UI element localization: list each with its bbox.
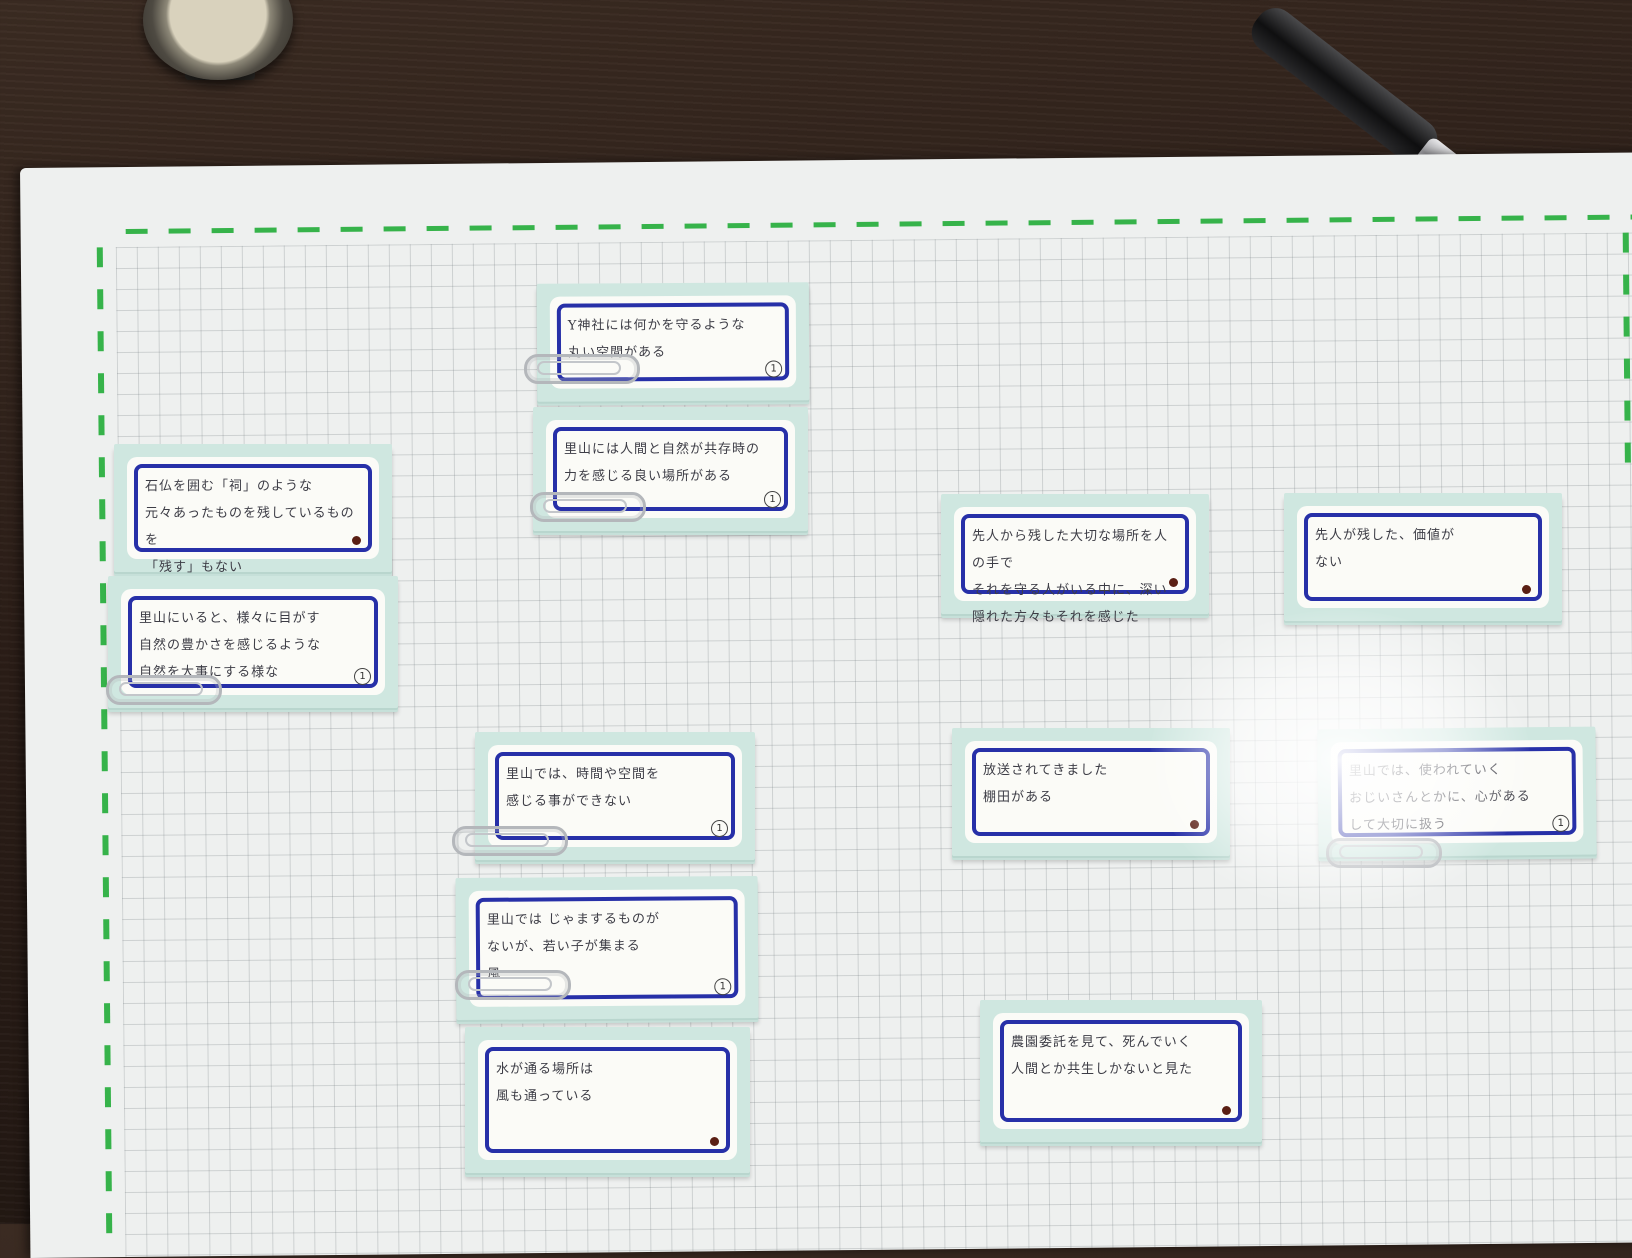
card-dot-marker <box>1522 585 1531 594</box>
paper-clip <box>106 675 222 705</box>
card-frame <box>1000 1020 1242 1122</box>
wrist-watch <box>133 0 303 100</box>
card-label: 先人から残した大切な場所を人の手で それを守る人がいる中に、深い 隠れた方々もそ… <box>954 507 1196 625</box>
paper-clip <box>530 492 646 522</box>
card-label: 水が通る場所は 風も通っている <box>478 1040 737 1160</box>
sticky-card[interactable]: 農園委託を見て、死んでいく 人間とか共生しかないと見た <box>980 1000 1262 1142</box>
card-text: 農園委託を見て、死んでいく 人間とか共生しかないと見た <box>1011 1035 1194 1077</box>
card-text: 里山には人間と自然が共存時の 力を感じる良い場所がある <box>564 442 761 484</box>
card-frame <box>134 464 372 552</box>
card-number: 1 <box>1552 814 1570 833</box>
card-label: 先人が残した、価値が ない <box>1297 506 1549 608</box>
paper-clip <box>452 826 568 856</box>
left-arrow-border <box>96 247 113 1248</box>
card-frame <box>1304 513 1542 601</box>
card-text: 石仏を囲む「祠」のような 元々あったものを残しているものを 「残す」もない <box>145 479 355 575</box>
card-text: 里山では、使われていく おじいさんとかに、心がある して大切に扱う <box>1348 762 1531 834</box>
paper-clip <box>455 970 571 1000</box>
sticky-card[interactable]: 里山では、時間や空間を 感じる事ができない 1 <box>475 732 755 860</box>
card-text: 先人が残した、価値が ない <box>1315 528 1456 570</box>
card-text: 里山では、時間や空間を 感じる事ができない <box>506 767 661 809</box>
card-label: 里山では、時間や空間を 感じる事ができない 1 <box>488 745 742 847</box>
sticky-card[interactable]: 里山には人間と自然が共存時の 力を感じる良い場所がある 1 <box>533 407 808 531</box>
card-number: 1 <box>765 360 783 378</box>
card-frame <box>961 514 1189 594</box>
sticky-card[interactable]: 石仏を囲む「祠」のような 元々あったものを残しているものを 「残す」もない <box>114 444 392 575</box>
card-text: 里山にいると、様々に目がす 自然の豊かさを感じるような 自然を大事にする様な <box>139 611 322 680</box>
card-dot-marker <box>1169 578 1178 587</box>
card-frame <box>485 1047 730 1153</box>
card-label: 里山では、使われていく おじいさんとかに、心がある して大切に扱う 1 <box>1330 739 1584 845</box>
card-dot-marker <box>710 1137 719 1146</box>
card-label: 放送されてきました 棚田がある <box>965 741 1217 843</box>
sticky-card[interactable]: 水が通る場所は 風も通っている <box>465 1027 750 1173</box>
paper-clip <box>1326 838 1442 868</box>
card-text: 放送されてきました 棚田がある <box>983 763 1109 805</box>
card-dot-marker <box>352 536 361 545</box>
paper-clip <box>524 354 640 384</box>
card-label: 石仏を囲む「祠」のような 元々あったものを残しているものを 「残す」もない <box>127 457 379 575</box>
card-dot-marker <box>1190 820 1199 829</box>
card-number: 1 <box>354 668 371 685</box>
card-text: 水が通る場所は 風も通っている <box>496 1062 595 1104</box>
card-number: 1 <box>764 491 781 508</box>
card-frame <box>553 427 788 511</box>
card-label: 農園委託を見て、死んでいく 人間とか共生しかないと見た <box>993 1013 1249 1129</box>
card-dot-marker <box>1222 1106 1231 1115</box>
card-frame <box>128 596 378 688</box>
sticky-card[interactable]: 先人から残した大切な場所を人の手で それを守る人がいる中に、深い 隠れた方々もそ… <box>941 494 1209 625</box>
sticky-card[interactable]: 里山にいると、様々に目がす 自然の豊かさを感じるような 自然を大事にする様な 1 <box>108 576 398 708</box>
sticky-card[interactable]: 先人が残した、価値が ない <box>1284 493 1562 621</box>
card-frame <box>495 752 735 840</box>
watch-face <box>143 0 293 80</box>
card-number: 1 <box>711 820 728 837</box>
card-text: 先人から残した大切な場所を人の手で それを守る人がいる中に、深い 隠れた方々もそ… <box>972 529 1169 625</box>
card-label: 里山にいると、様々に目がす 自然の豊かさを感じるような 自然を大事にする様な 1 <box>121 589 385 695</box>
sticky-card[interactable]: 放送されてきました 棚田がある <box>952 728 1230 856</box>
card-number: 1 <box>714 978 732 996</box>
card-label: 里山には人間と自然が共存時の 力を感じる良い場所がある 1 <box>546 420 795 518</box>
